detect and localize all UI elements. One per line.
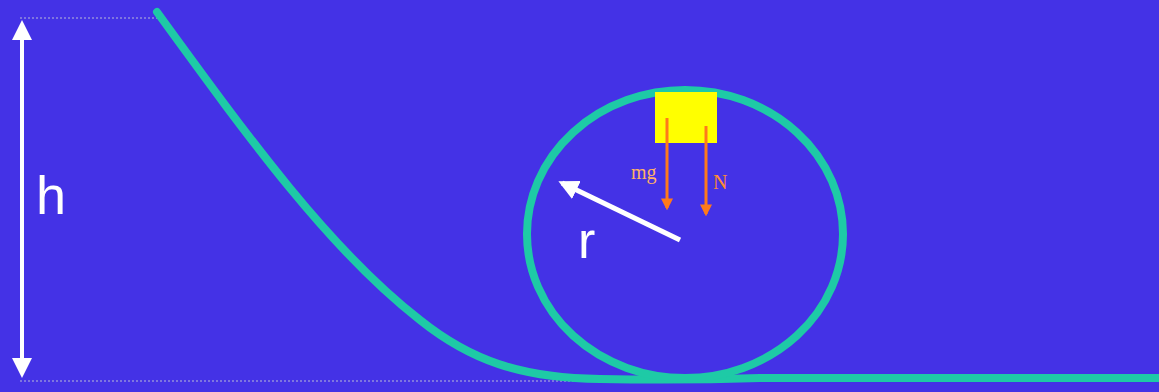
normal-force-label: N xyxy=(713,172,727,192)
height-guide xyxy=(20,18,160,19)
radius-label: r xyxy=(578,214,595,266)
weight-label: mg xyxy=(631,162,657,182)
weight-arrow xyxy=(666,118,669,208)
normal-arrow xyxy=(705,126,708,214)
loop-track xyxy=(527,90,843,378)
block xyxy=(655,92,717,143)
track xyxy=(157,12,1159,380)
height-label: h xyxy=(36,168,66,222)
height-arrow xyxy=(20,24,24,374)
